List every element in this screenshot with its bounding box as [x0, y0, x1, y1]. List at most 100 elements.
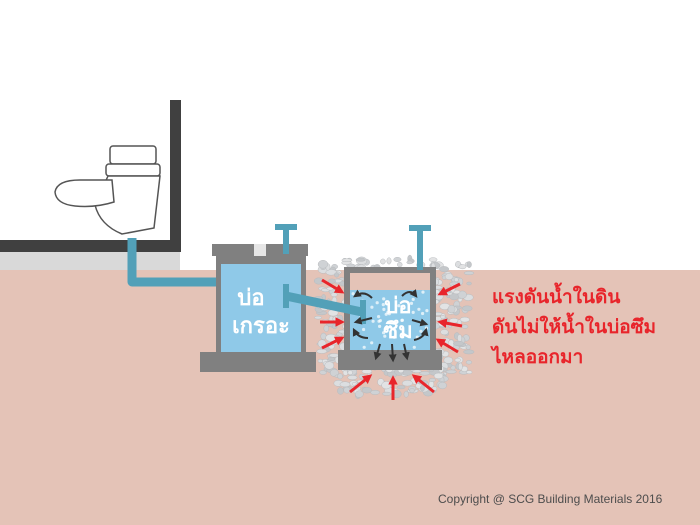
gravel-pebble	[337, 387, 344, 395]
water-dot	[421, 311, 425, 316]
gravel-pebble	[463, 271, 475, 276]
gravel-pebble	[380, 258, 386, 265]
gravel-pebble	[361, 387, 372, 394]
gravel-pebble	[341, 258, 353, 262]
gravel-pebble	[386, 257, 392, 265]
water-dot	[375, 301, 379, 305]
pressure-arrow-icon	[437, 318, 463, 328]
gravel-pebble	[396, 385, 406, 390]
gravel-pebble	[440, 329, 449, 336]
seepage-pit-base	[338, 350, 442, 370]
water-dot	[417, 307, 421, 311]
gravel-pebble	[397, 261, 403, 268]
gravel-pebble	[328, 353, 340, 358]
gravel-pebble	[343, 386, 351, 394]
water-dot	[421, 290, 425, 294]
gravel-pebble	[439, 266, 450, 273]
water-dot	[370, 341, 374, 345]
flow-arrow-icon	[353, 289, 373, 299]
gravel-pebble	[347, 370, 353, 376]
gravel-pebble	[403, 390, 409, 398]
water-dot	[362, 345, 366, 349]
gravel-pebble	[457, 290, 467, 299]
seepage-pit-wall-right	[430, 267, 436, 350]
flow-arrow-icons	[352, 289, 429, 363]
gravel-pebble	[381, 381, 392, 390]
gravel-pebble	[330, 292, 338, 298]
gravel-pebble	[354, 390, 364, 398]
toilet-icon	[54, 145, 161, 235]
gravel-pebble	[458, 362, 463, 371]
gravel-pebble	[420, 384, 425, 392]
wall	[170, 100, 181, 252]
gravel-pebble	[334, 272, 340, 278]
connecting-pipe	[285, 291, 363, 317]
gravel-pebble	[466, 370, 473, 375]
gravel-pebble	[317, 260, 329, 269]
flow-arrow-icon	[401, 343, 410, 361]
gravel-pebble	[428, 257, 438, 262]
drain-pipe	[127, 238, 226, 287]
water-dot	[392, 335, 396, 339]
pressure-arrow-icon	[411, 374, 435, 394]
gravel-pebble	[347, 375, 358, 380]
gravel-pebble	[462, 305, 473, 312]
gravel-pebble	[438, 381, 447, 390]
pressure-arrow-icon	[321, 278, 345, 294]
gravel-pebble	[406, 260, 413, 265]
gravel-pebble	[401, 380, 413, 387]
pressure-arrow-icon	[435, 338, 459, 354]
callout-line-1: แรงดันน้ำในดิน	[492, 286, 621, 308]
gravel-pebble	[444, 273, 454, 280]
water-dot	[382, 297, 386, 301]
gravel-pebble	[445, 369, 457, 374]
seepage-vent-cap	[409, 225, 431, 231]
gravel-pebble	[465, 360, 472, 365]
seepage-vent-pipe-icon	[417, 228, 423, 270]
gravel-pebble	[327, 357, 336, 361]
water-dot	[411, 310, 415, 314]
water-dot	[381, 303, 385, 307]
gravel-pebble	[332, 323, 338, 330]
water-dot	[370, 305, 374, 309]
gravel-pebble	[324, 361, 335, 370]
seepage-pit-top	[344, 267, 436, 273]
seepage-pit-label-line2: ซึม	[383, 319, 412, 344]
floor-slab	[0, 240, 180, 252]
gravel-pebble	[466, 261, 472, 268]
gravel-pebble	[453, 340, 464, 347]
water-dot	[409, 301, 414, 305]
gravel-pebble	[355, 257, 366, 262]
gravel-pebble	[317, 358, 323, 363]
septic-vent-cap	[275, 224, 297, 230]
gravel-pebble	[453, 277, 459, 282]
gravel-pebble	[466, 281, 472, 286]
gravel-pebble	[316, 348, 328, 354]
gravel-pebble	[327, 278, 336, 284]
water-dot	[383, 334, 387, 338]
water-dot	[386, 310, 390, 315]
water-dot	[351, 292, 355, 296]
gravel-pebble	[393, 257, 402, 262]
gravel-pebble	[336, 314, 344, 322]
gravel-pebble	[337, 373, 343, 380]
water-dot	[397, 304, 401, 308]
pressure-arrow-icons	[320, 278, 463, 400]
water-dot	[378, 324, 382, 328]
gravel-pebble	[314, 315, 322, 320]
gravel-pebble	[346, 263, 356, 268]
gravel-pebble	[409, 387, 415, 394]
water-dot	[424, 326, 428, 330]
septic-tank-base	[200, 352, 316, 372]
flow-arrow-icon	[373, 343, 382, 361]
gravel-pebble	[461, 324, 469, 329]
water-dot	[382, 331, 386, 335]
gravel-pebble	[382, 391, 392, 396]
gravel-pebble	[325, 269, 337, 276]
gravel-pebble	[440, 315, 446, 320]
water-dot	[371, 319, 375, 323]
water-dot	[425, 309, 429, 313]
water-dot	[382, 307, 386, 311]
